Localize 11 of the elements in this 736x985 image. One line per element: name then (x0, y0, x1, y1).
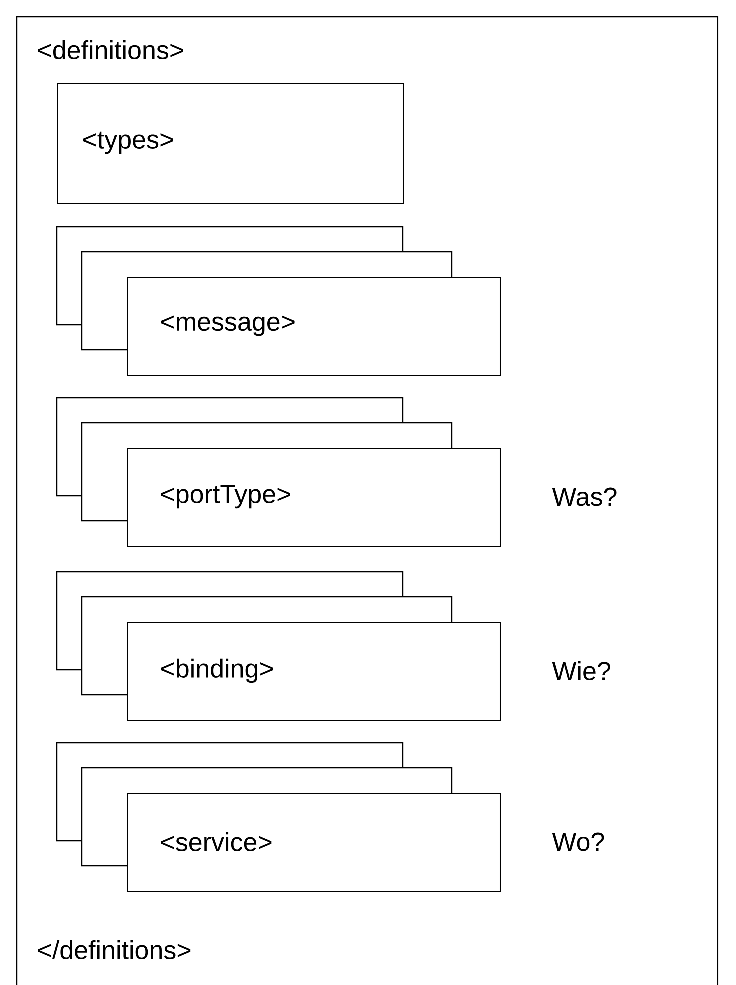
stacked-element-box: <message> (56, 226, 502, 376)
tag-text: <definitions> (38, 40, 184, 60)
side-note: Wie? (552, 661, 610, 681)
element-box: <types> (57, 83, 404, 204)
tag-text: </definitions> (38, 940, 191, 960)
definitions-frame (16, 16, 719, 985)
side-note: Was? (552, 488, 617, 506)
stacked-element-box: <service> (56, 742, 502, 892)
side-note: Wo? (552, 832, 604, 852)
stacked-element-box: <portType> (56, 397, 502, 548)
stacked-element-box: <binding> (56, 571, 502, 722)
